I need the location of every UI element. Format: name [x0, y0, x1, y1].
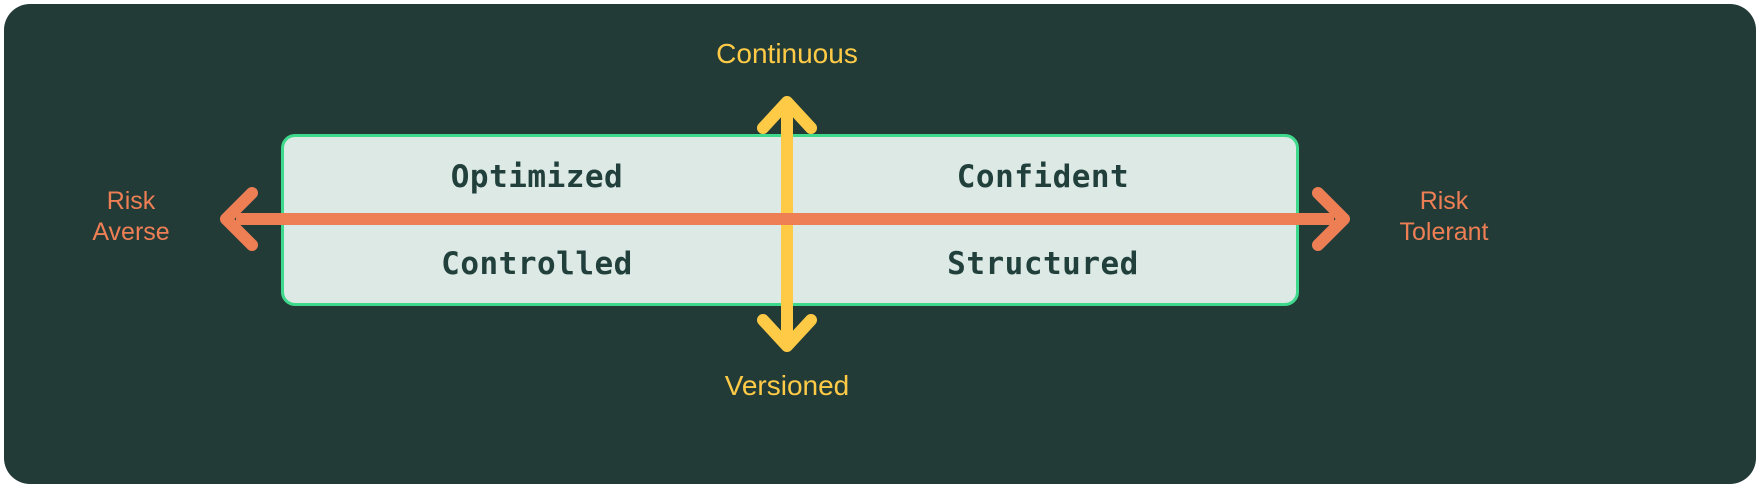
horizontal-axis	[210, 187, 1360, 251]
axis-label-risk-tolerant-line-2: Tolerant	[1399, 217, 1489, 246]
quadrant-top-right-label: Confident	[956, 158, 1130, 195]
axis-label-risk-tolerant: Risk Tolerant	[1339, 186, 1549, 247]
quadrant-grid: Optimized Confident Controlled Structure…	[284, 137, 1296, 303]
horizontal-axis-line	[236, 213, 1334, 225]
quadrant-top-left-label: Optimized	[450, 158, 624, 195]
quadrant-bottom-right: Structured	[790, 220, 1296, 303]
axis-label-risk-averse: Risk Averse	[26, 186, 236, 247]
axis-label-versioned: Versioned	[637, 369, 937, 403]
quadrant-bottom-right-label: Structured	[947, 245, 1139, 282]
vertical-axis-arrowheads	[757, 96, 817, 352]
arrow-left-icon	[220, 187, 258, 251]
horizontal-axis-arrowheads	[220, 187, 1350, 251]
quadrant-bottom-left: Controlled	[284, 220, 790, 303]
axis-label-versioned-text: Versioned	[724, 370, 850, 401]
quadrant-top-left: Optimized	[284, 137, 790, 220]
axis-label-risk-tolerant-line-1: Risk	[1419, 187, 1469, 215]
diagram-panel: Continuous Versioned Risk Averse Risk To…	[4, 4, 1756, 484]
axis-label-continuous-text: Continuous	[716, 38, 858, 69]
axis-label-continuous: Continuous	[637, 37, 937, 71]
quadrant-top-right: Confident	[790, 137, 1296, 220]
arrow-up-icon	[757, 96, 817, 134]
quadrant-bottom-left-label: Controlled	[441, 245, 633, 282]
axis-label-risk-averse-line-1: Risk	[106, 187, 156, 215]
arrow-down-icon	[757, 314, 817, 352]
axis-label-risk-averse-line-2: Averse	[92, 217, 170, 246]
arrow-right-icon	[1312, 187, 1350, 251]
